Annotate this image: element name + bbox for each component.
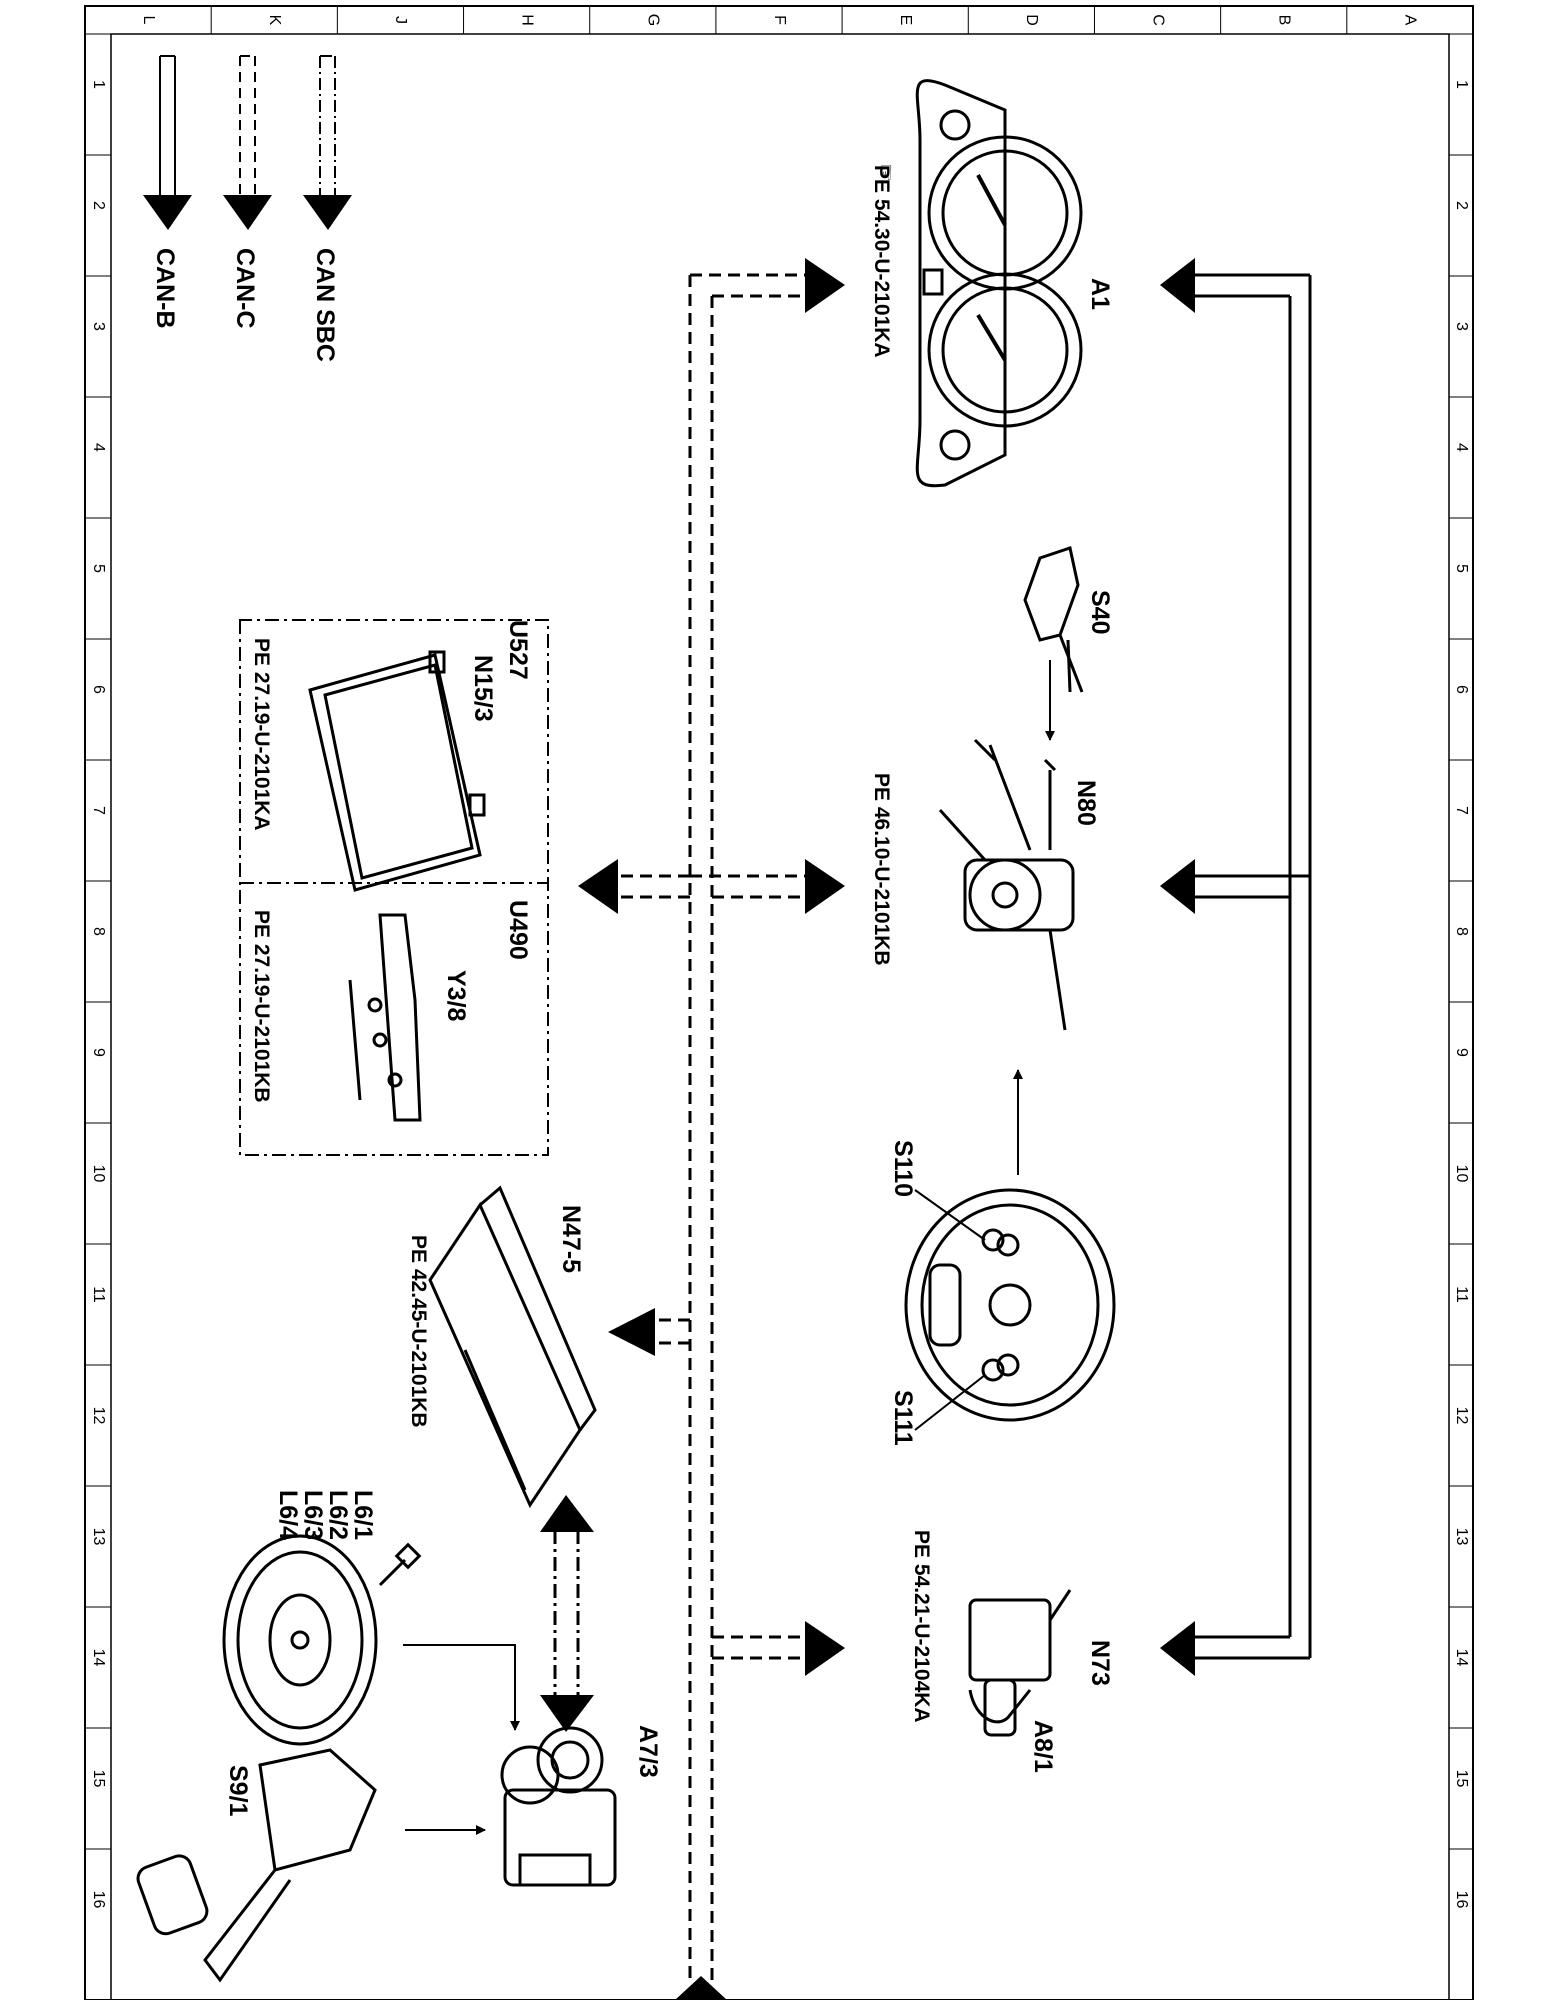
ref-n15-3: PE 27.19-U-2101KA — [250, 638, 273, 831]
grid-column-label: K — [266, 15, 283, 26]
grid-row-label: 13 — [90, 1528, 107, 1546]
label-a1: A1 — [1086, 278, 1114, 310]
grid-column-label: B — [1275, 15, 1292, 26]
label-a7-3: A7/3 — [634, 1725, 662, 1778]
ref-n47-5: PE 42.45-U-2101KB — [407, 1235, 430, 1428]
label-n80: N80 — [1072, 780, 1100, 826]
grid-row-label: 9 — [90, 1048, 107, 1057]
grid-column-label: L — [140, 16, 157, 25]
label-s110: S110 — [889, 1140, 917, 1197]
grid-row-label: 7 — [1453, 806, 1470, 815]
ignition-switch-n73 — [968, 1589, 1072, 1737]
can-c-arrowheads — [578, 258, 845, 2000]
label-s9-1: S9/1 — [224, 1765, 252, 1817]
grid-column-label: J — [392, 16, 409, 24]
grid-row-label: 14 — [90, 1649, 107, 1667]
grid-row-label: 1 — [1453, 80, 1470, 89]
grid-row-label: 16 — [90, 1891, 107, 1909]
grid-column-label: E — [897, 15, 914, 26]
grid-row-label: 10 — [1453, 1165, 1470, 1183]
label-u490: U490 — [504, 900, 532, 960]
label-s111: S111 — [889, 1390, 917, 1446]
grid-row-label: 8 — [90, 927, 107, 936]
legend-label-can-sbc: CAN SBC — [311, 248, 339, 362]
frame — [84, 5, 1474, 2000]
grid-column-label: A — [1402, 15, 1419, 26]
label-l6-1: L6/1 — [349, 1490, 377, 1540]
brake-disc-l6 — [222, 1534, 422, 1746]
grid-column-label: D — [1023, 14, 1040, 26]
grid-row-label: 5 — [1453, 564, 1470, 573]
label-n47-5: N47-5 — [557, 1205, 585, 1273]
grid-row-label: 8 — [1453, 927, 1470, 936]
esp-control-unit-n47-5 — [428, 1185, 597, 1509]
grid-row-label: 1 — [90, 80, 107, 89]
lever-s40 — [1023, 546, 1084, 693]
label-a8-1: A8/1 — [1029, 1720, 1057, 1773]
grid-column-label: G — [645, 14, 662, 26]
steering-column-module-n80 — [938, 738, 1075, 1031]
grid-row-label: 12 — [90, 1407, 107, 1425]
label-l6-2: L6/2 — [324, 1490, 352, 1540]
grid-row-label: 5 — [90, 564, 107, 573]
grid-row-label: 13 — [1453, 1528, 1470, 1546]
ref-icon-a1: ☞ — [874, 163, 897, 182]
label-l6-4: L6/4 — [274, 1490, 302, 1540]
can-c-bus — [618, 273, 805, 1985]
grid-row-label: 6 — [90, 685, 107, 694]
grid-row-label: 4 — [1453, 443, 1470, 452]
grid-row-label: 6 — [1453, 685, 1470, 694]
sbc-unit-a7-3 — [500, 1726, 617, 1887]
label-n73: N73 — [1086, 1640, 1114, 1686]
can-b-bus — [1160, 258, 1312, 1676]
grid-row-label: 12 — [1453, 1407, 1470, 1425]
grid-row-label: 16 — [1453, 1891, 1470, 1909]
arrow-l6-a7-3 — [403, 1644, 520, 1731]
grid-row-label: 15 — [1453, 1770, 1470, 1788]
grid-row-label: 2 — [90, 201, 107, 210]
leader-s111 — [914, 1374, 986, 1431]
grid-row-label: 7 — [90, 806, 107, 815]
grid-row-label: 11 — [1453, 1286, 1470, 1303]
grid-column-label: H — [518, 14, 535, 26]
label-s40: S40 — [1086, 590, 1114, 634]
legend-can-b: CAN-B — [143, 55, 192, 329]
grid-row-label: 15 — [90, 1770, 107, 1788]
label-l6-3: L6/3 — [299, 1490, 327, 1540]
label-u527: U527 — [504, 620, 532, 680]
legend-can-sbc: CAN SBC — [303, 55, 352, 362]
legend-label-can-b: CAN-B — [151, 248, 179, 329]
leader-s110 — [914, 1189, 986, 1241]
grid-column-label: C — [1149, 14, 1166, 26]
grid-row-label: 11 — [90, 1286, 107, 1303]
label-y3-8: Y3/8 — [442, 970, 470, 1022]
grid-ticks — [85, 6, 1473, 1850]
grid-row-label: 3 — [90, 322, 107, 331]
ref-y3-8: PE 27.19-U-2101KB — [250, 910, 273, 1103]
grid-column-label: F — [771, 15, 788, 25]
ref-a1: PE 54.30-U-2101KA — [870, 165, 893, 358]
enclosure-u527-u490 — [239, 619, 549, 1156]
legend-label-can-c: CAN-C — [231, 248, 259, 329]
grid-row-label: 2 — [1453, 201, 1470, 210]
legend-can-c: CAN-C — [223, 55, 272, 329]
grid-row-label: 10 — [90, 1165, 107, 1183]
can-sbc-link — [540, 1495, 594, 1732]
label-n15-3: N15/3 — [469, 655, 497, 722]
grid-row-label: 9 — [1453, 1048, 1470, 1057]
ecu-n15-3 — [308, 650, 486, 892]
grid-row-label: 14 — [1453, 1649, 1470, 1667]
valve-block-y3-8 — [348, 913, 422, 1122]
ref-n73: PE 54.21-U-2104KA — [910, 1530, 933, 1723]
grid-row-label: 4 — [90, 443, 107, 452]
grid-row-label: 3 — [1453, 322, 1470, 331]
legend: CAN-B CAN-C CAN SBC — [143, 55, 352, 362]
steering-wheel — [904, 1188, 1116, 1422]
ref-n80: PE 46.10-U-2101KB — [870, 773, 893, 966]
brake-pedal-s9-1 — [136, 1748, 377, 1983]
instrument-cluster-a1 — [915, 79, 1083, 488]
